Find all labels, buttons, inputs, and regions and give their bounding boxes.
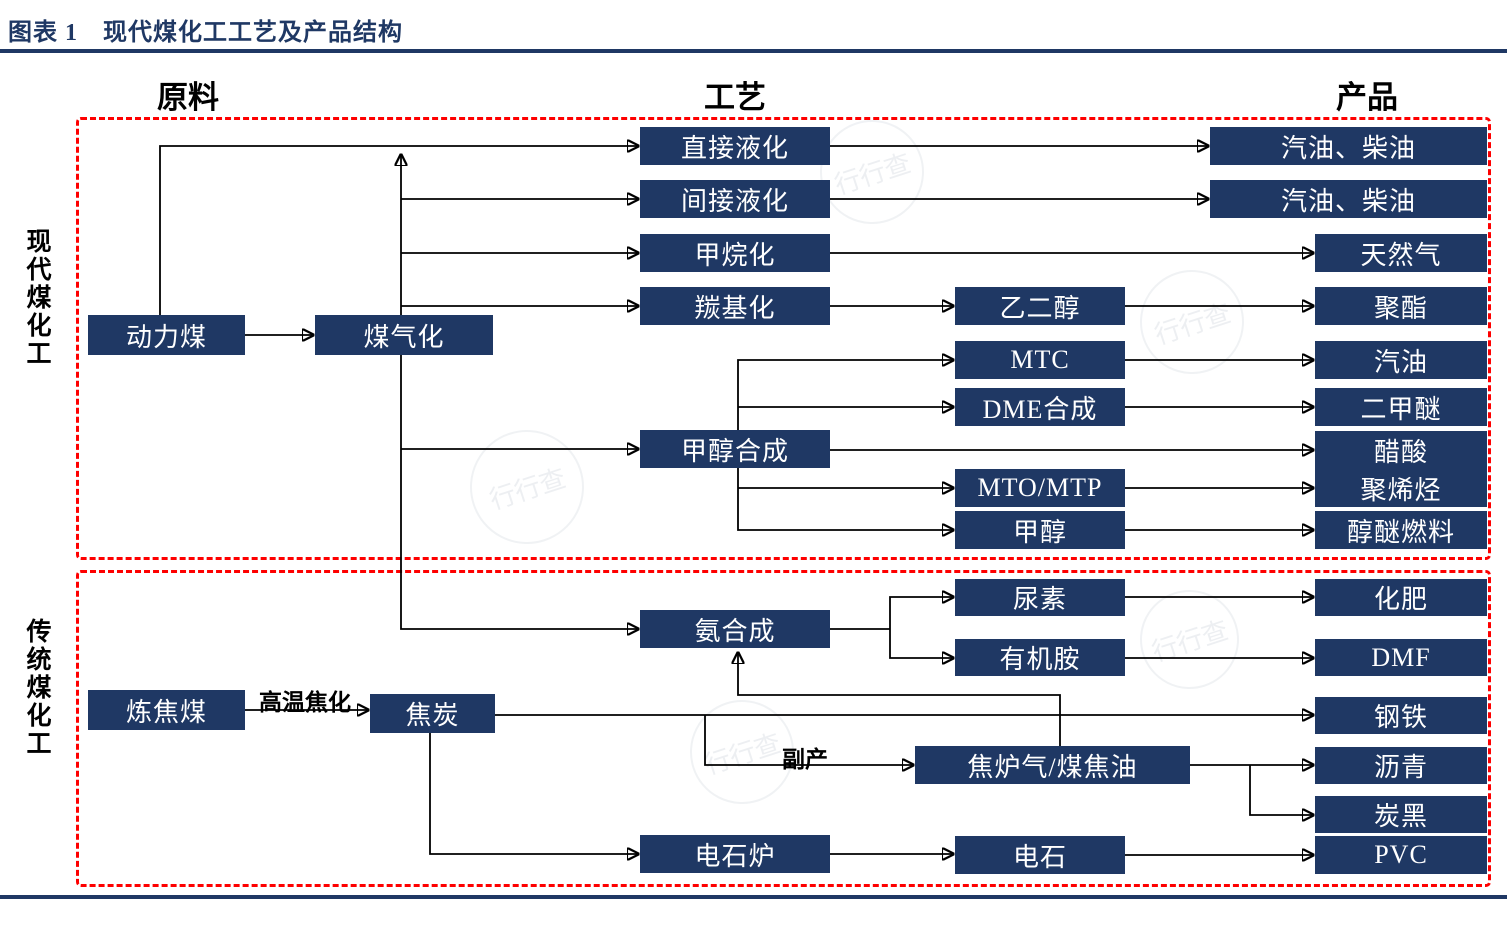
node-gasoline-diesel-2: 汽油、柴油 xyxy=(1210,180,1487,218)
node-dimethyl-ether: 二甲醚 xyxy=(1315,388,1487,426)
node-alcohol-ether-fuel: 醇醚燃料 xyxy=(1315,511,1487,549)
group-label-traditional: 传统煤化工 xyxy=(23,618,51,758)
column-header-raw-materials: 原料 xyxy=(157,80,219,115)
node-organic-amine: 有机胺 xyxy=(955,639,1125,676)
node-gasoline: 汽油 xyxy=(1315,341,1487,379)
edge-label-high-temp-coking: 高温焦化 xyxy=(259,689,351,715)
node-mtc: MTC xyxy=(955,341,1125,379)
node-carbide: 电石 xyxy=(955,836,1125,874)
node-asphalt: 沥青 xyxy=(1315,747,1487,784)
node-acetic-acid: 醋酸 xyxy=(1315,431,1487,469)
node-dme-synthesis: DME合成 xyxy=(955,388,1125,426)
modern-coal-chemical-group-box xyxy=(76,117,1491,560)
node-ammonia-synthesis: 氨合成 xyxy=(640,610,830,648)
node-carbon-black: 炭黑 xyxy=(1315,796,1487,833)
figure-caption: 图表 1 现代煤化工工艺及产品结构 xyxy=(8,20,403,46)
node-ethylene-glycol: 乙二醇 xyxy=(955,287,1125,325)
node-dmf: DMF xyxy=(1315,639,1487,676)
node-carbide-furnace: 电石炉 xyxy=(640,835,830,873)
caption-divider-line xyxy=(0,49,1507,53)
node-natural-gas: 天然气 xyxy=(1315,234,1487,272)
node-direct-liquefaction: 直接液化 xyxy=(640,127,830,165)
node-pvc: PVC xyxy=(1315,836,1487,874)
node-coal-gasification: 煤气化 xyxy=(315,315,493,355)
node-gasoline-diesel-1: 汽油、柴油 xyxy=(1210,127,1487,165)
node-coke: 焦炭 xyxy=(370,694,495,733)
node-indirect-liquefaction: 间接液化 xyxy=(640,180,830,218)
column-header-process: 工艺 xyxy=(704,80,766,115)
node-power-coal: 动力煤 xyxy=(88,315,245,355)
column-header-product: 产品 xyxy=(1336,80,1398,115)
node-methanol: 甲醇 xyxy=(955,511,1125,549)
node-mto-mtp: MTO/MTP xyxy=(955,469,1125,507)
node-urea: 尿素 xyxy=(955,579,1125,616)
node-polyolefin: 聚烯烃 xyxy=(1315,469,1487,507)
node-coke-oven-gas-tar: 焦炉气/煤焦油 xyxy=(915,746,1190,784)
node-fertilizer: 化肥 xyxy=(1315,579,1487,616)
bottom-divider-line xyxy=(0,895,1507,899)
node-carbonylation: 羰基化 xyxy=(640,287,830,325)
edge-label-byproduct: 副产 xyxy=(782,746,828,772)
traditional-coal-chemical-group-box xyxy=(76,570,1491,887)
group-label-modern: 现代煤化工 xyxy=(23,228,51,368)
node-polyester: 聚酯 xyxy=(1315,287,1487,325)
node-methanation: 甲烷化 xyxy=(640,234,830,272)
node-coking-coal: 炼焦煤 xyxy=(88,690,245,730)
node-steel: 钢铁 xyxy=(1315,697,1487,734)
node-methanol-synthesis: 甲醇合成 xyxy=(640,430,830,468)
